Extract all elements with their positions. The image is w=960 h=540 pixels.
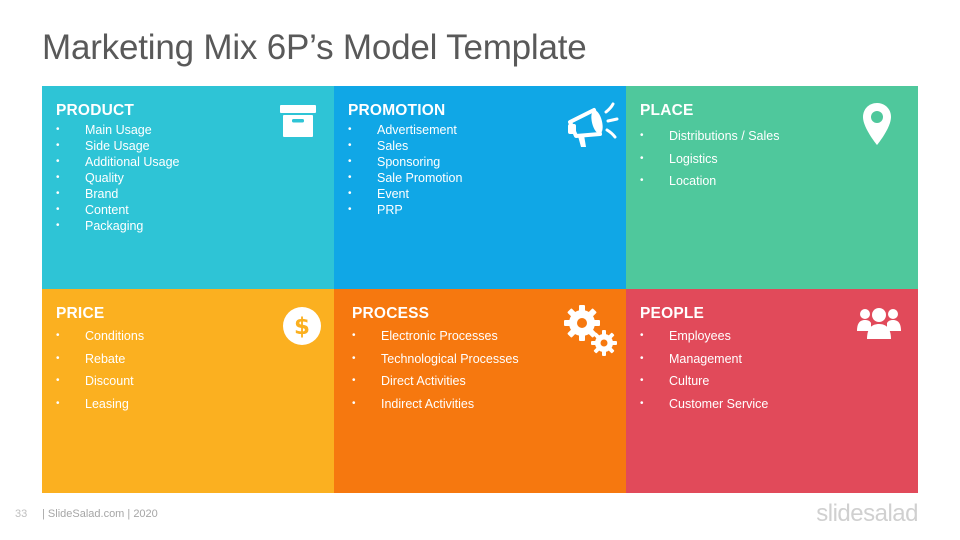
- footer-source: | SlideSalad.com | 2020: [42, 508, 158, 520]
- slide-title: Marketing Mix 6P’s Model Template: [42, 28, 587, 67]
- list-item: Content: [56, 202, 180, 218]
- tile-heading: PEOPLE: [640, 305, 705, 322]
- list-item: Discount: [56, 370, 144, 393]
- list-item: Location: [640, 170, 779, 193]
- list-item: Management: [640, 348, 768, 371]
- svg-text:$: $: [294, 314, 310, 340]
- list-item: Indirect Activities: [352, 393, 519, 416]
- tile-list: Conditions Rebate Discount Leasing: [56, 325, 144, 415]
- tile-promotion: PROMOTION Advertisement Sales Sponsoring…: [334, 86, 626, 289]
- brand-logo: slidesalad: [816, 500, 918, 527]
- people-group-icon: [856, 305, 902, 341]
- list-item: Culture: [640, 370, 768, 393]
- archive-box-icon: [278, 102, 318, 142]
- list-item: Advertisement: [348, 122, 462, 138]
- list-item: Employees: [640, 325, 768, 348]
- tile-heading: PRICE: [56, 305, 105, 322]
- list-item: Logistics: [640, 148, 779, 171]
- tile-heading: PROMOTION: [348, 102, 446, 119]
- list-item: Rebate: [56, 348, 144, 371]
- tile-price: PRICE Conditions Rebate Discount Leasing…: [42, 289, 334, 493]
- list-item: Leasing: [56, 393, 144, 416]
- list-item: Main Usage: [56, 122, 180, 138]
- list-item: Conditions: [56, 325, 144, 348]
- list-item: Direct Activities: [352, 370, 519, 393]
- list-item: Distributions / Sales: [640, 125, 779, 148]
- location-pin-icon: [862, 102, 892, 146]
- tile-people: PEOPLE Employees Management Culture Cust…: [626, 289, 918, 493]
- list-item: Customer Service: [640, 393, 768, 416]
- list-item: Sale Promotion: [348, 170, 462, 186]
- list-item: Brand: [56, 186, 180, 202]
- list-item: Quality: [56, 170, 180, 186]
- list-item: PRP: [348, 202, 462, 218]
- page-number: 33: [15, 508, 28, 520]
- tile-process: PROCESS Electronic Processes Technologic…: [334, 289, 626, 493]
- list-item: Sales: [348, 138, 462, 154]
- list-item: Event: [348, 186, 462, 202]
- tile-heading: PROCESS: [352, 305, 430, 322]
- tile-product: PRODUCT Main Usage Side Usage Additional…: [42, 86, 334, 289]
- tile-list: Distributions / Sales Logistics Location: [640, 125, 779, 193]
- list-item: Additional Usage: [56, 154, 180, 170]
- list-item: Sponsoring: [348, 154, 462, 170]
- gears-icon: [562, 303, 620, 359]
- tile-list: Employees Management Culture Customer Se…: [640, 325, 768, 415]
- dollar-coin-icon: $: [282, 306, 322, 346]
- list-item: Side Usage: [56, 138, 180, 154]
- tile-list: Advertisement Sales Sponsoring Sale Prom…: [348, 122, 462, 218]
- list-item: Electronic Processes: [352, 325, 519, 348]
- tile-list: Main Usage Side Usage Additional Usage Q…: [56, 122, 180, 234]
- tile-list: Electronic Processes Technological Proce…: [352, 325, 519, 415]
- list-item: Packaging: [56, 218, 180, 234]
- tile-place: PLACE Distributions / Sales Logistics Lo…: [626, 86, 918, 289]
- tile-heading: PLACE: [640, 102, 694, 119]
- list-item: Technological Processes: [352, 348, 519, 371]
- megaphone-icon: [564, 100, 620, 152]
- tile-heading: PRODUCT: [56, 102, 135, 119]
- six-p-grid: PRODUCT Main Usage Side Usage Additional…: [42, 86, 918, 493]
